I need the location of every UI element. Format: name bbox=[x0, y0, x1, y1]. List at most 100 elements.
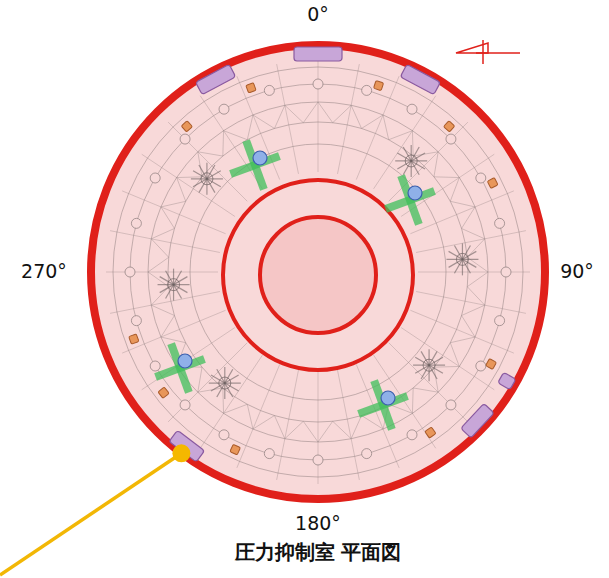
green-cross bbox=[357, 379, 409, 431]
sketch-spoke bbox=[401, 328, 494, 390]
sketch-spoke bbox=[142, 154, 235, 216]
sketch-joint bbox=[495, 316, 505, 326]
sketch-equipment-line bbox=[449, 251, 477, 267]
green-cross bbox=[384, 174, 436, 226]
blue-marker bbox=[408, 186, 422, 200]
sketch-equipment bbox=[191, 163, 223, 195]
orange-fitting bbox=[444, 121, 455, 132]
sketch-joint bbox=[125, 267, 135, 277]
sketch-spoke bbox=[168, 122, 247, 201]
green-cross-bar bbox=[397, 174, 422, 226]
sketch-spoke bbox=[338, 370, 360, 480]
sketch-joint bbox=[362, 85, 372, 95]
marks bbox=[456, 40, 520, 64]
sketch-joint bbox=[407, 104, 417, 114]
sketch-spoke bbox=[106, 272, 218, 273]
sketch-spoke bbox=[110, 231, 220, 253]
orange-fitting bbox=[486, 359, 497, 370]
blue-marker bbox=[381, 391, 395, 405]
sketch-joint bbox=[407, 430, 417, 440]
blue-marker bbox=[253, 151, 267, 165]
sketch-equipment bbox=[158, 269, 190, 301]
sketch-equipment-line bbox=[211, 375, 239, 391]
angle-label: 0° bbox=[307, 4, 329, 26]
angle-label: 90° bbox=[560, 261, 594, 283]
sketch-joint bbox=[446, 400, 456, 410]
caption: 圧力抑制室 平面図 bbox=[235, 541, 402, 564]
green-cross bbox=[154, 342, 206, 394]
green-cross bbox=[229, 139, 281, 191]
yellow-dot bbox=[172, 444, 190, 462]
orange-fitting bbox=[487, 178, 498, 189]
sketch-equipment-line bbox=[160, 277, 188, 293]
sketch-spoke bbox=[277, 370, 299, 480]
orange-fitting bbox=[230, 444, 241, 455]
sketch-equipment-line bbox=[449, 251, 477, 267]
sketch-joint bbox=[150, 173, 160, 183]
chamber-parts bbox=[91, 45, 545, 499]
leader bbox=[0, 444, 190, 575]
sketch-joint bbox=[219, 104, 229, 114]
sketch-joint bbox=[150, 361, 160, 371]
orange-fitting bbox=[181, 121, 192, 132]
sketch-spoke bbox=[318, 372, 319, 484]
sketch-equipment-hub bbox=[423, 359, 435, 371]
purple-hatch bbox=[196, 64, 236, 94]
sketch-spoke bbox=[389, 343, 468, 422]
sketch-equipment-line bbox=[193, 171, 221, 187]
purple-hatch bbox=[498, 372, 516, 389]
sketch-joint bbox=[476, 173, 486, 183]
sketch-equipment bbox=[446, 243, 478, 275]
orange-fitting bbox=[129, 334, 139, 344]
sketch-joint bbox=[131, 316, 141, 326]
sketch-spoke bbox=[416, 231, 526, 253]
chamber-base bbox=[91, 45, 545, 499]
purple-hatch bbox=[169, 430, 205, 462]
sketch-spoke bbox=[416, 292, 526, 314]
sketch-equipment-hub bbox=[219, 377, 231, 389]
sketch-spoke bbox=[418, 272, 530, 273]
sketch-joint bbox=[362, 449, 372, 459]
sketch-truss bbox=[148, 102, 488, 442]
orange-fitting bbox=[158, 387, 169, 398]
sketch-equipment-line bbox=[415, 357, 443, 373]
sketch-spoke bbox=[110, 292, 220, 314]
sketch-equipment-line bbox=[193, 171, 221, 187]
sketch-joint bbox=[313, 79, 323, 89]
sketch-equipment-line bbox=[397, 153, 425, 169]
chamber-floor bbox=[91, 45, 545, 499]
section-marker-tick bbox=[482, 40, 484, 64]
angle-label: 270° bbox=[21, 261, 67, 283]
sketch-joint bbox=[180, 400, 190, 410]
green-cross-bar bbox=[370, 379, 395, 431]
sketch-joint bbox=[495, 218, 505, 228]
sketch-spoke bbox=[338, 64, 360, 174]
pedestal-ring bbox=[223, 180, 413, 370]
yellow-leader bbox=[0, 453, 181, 575]
sketch-equipment-hub bbox=[201, 173, 213, 185]
sketch-joint bbox=[446, 134, 456, 144]
green-cross-bar bbox=[242, 139, 267, 191]
blue-marker bbox=[178, 354, 192, 368]
sketch-equipment-hub bbox=[405, 155, 417, 167]
orange-fitting bbox=[246, 83, 256, 93]
sketch-joint bbox=[180, 134, 190, 144]
sketch-equipment bbox=[395, 145, 427, 177]
sketch-equipment bbox=[209, 367, 241, 399]
inner-ring bbox=[260, 217, 376, 333]
purple-hatch bbox=[400, 64, 440, 94]
orange-fitting bbox=[374, 81, 384, 91]
sketch-equipment-hub bbox=[168, 279, 180, 291]
outer-wall bbox=[91, 45, 545, 499]
sketch-joint bbox=[219, 430, 229, 440]
angle-label: 180° bbox=[295, 513, 341, 535]
sketch-equipment-line bbox=[160, 277, 188, 293]
sketch-spoke bbox=[168, 343, 247, 422]
sketch-equipment-line bbox=[211, 375, 239, 391]
sketch-joint bbox=[264, 449, 274, 459]
sketch-joint bbox=[501, 267, 511, 277]
sketch-spoke bbox=[200, 355, 262, 448]
sketch-equipment-hub bbox=[456, 253, 468, 265]
